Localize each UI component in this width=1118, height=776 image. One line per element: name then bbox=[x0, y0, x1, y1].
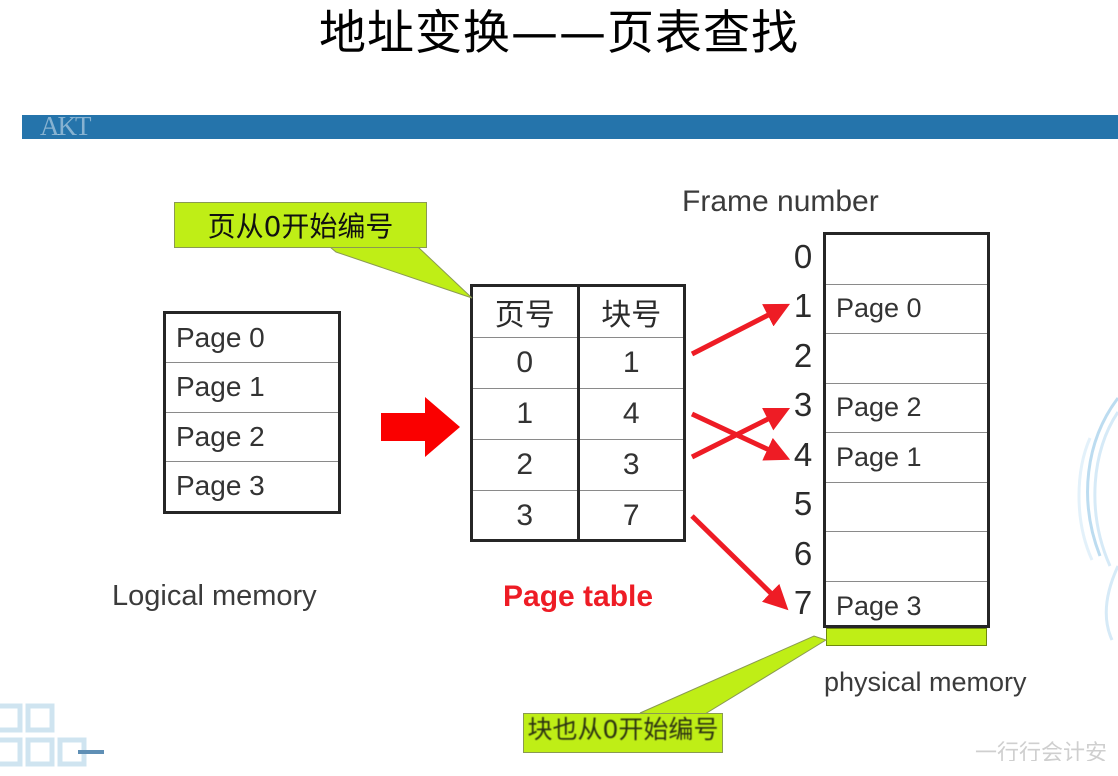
frame-number-label: Frame number bbox=[682, 185, 879, 218]
mapping-arrow-page3-frame7 bbox=[690, 514, 789, 611]
logical-memory-row: Page 2 bbox=[166, 413, 338, 462]
table-row: 2 3 bbox=[473, 439, 683, 491]
table-header-row: 页号 块号 bbox=[473, 287, 683, 338]
bottom-right-watermark: 一行行会计安 bbox=[975, 741, 1108, 761]
callout-bottom: 块也从0开始编号 bbox=[523, 713, 723, 753]
physical-memory-row: Page 0 bbox=[826, 285, 987, 334]
callout-top-tail-icon bbox=[328, 246, 473, 299]
page-table-label: Page table bbox=[503, 580, 654, 613]
page-table-cell-frame: 7 bbox=[622, 499, 640, 532]
page-table-header-frame: 块号 bbox=[578, 287, 683, 338]
physical-memory-row bbox=[826, 483, 987, 532]
physical-memory-row: Page 3 bbox=[836, 590, 922, 621]
callout-top-text: 页从0开始编号 bbox=[207, 210, 394, 243]
physical-memory-row bbox=[826, 532, 987, 582]
logical-memory-row: Page 1 bbox=[166, 363, 338, 413]
frame-index-column: 0 1 2 3 4 5 6 7 bbox=[786, 232, 820, 628]
decorative-squares bbox=[0, 703, 104, 767]
frame-index: 4 bbox=[793, 435, 813, 473]
page-table-box: 页号 块号 0 1 1 4 2 3 3 7 bbox=[470, 284, 686, 542]
logical-memory-box: Page 0 Page 1 Page 2 Page 3 bbox=[163, 311, 341, 514]
page-table-header-page: 页号 bbox=[473, 287, 580, 338]
frame-index: 5 bbox=[793, 485, 813, 523]
frame-index: 1 bbox=[793, 287, 813, 325]
frame-index: 0 bbox=[793, 237, 813, 275]
page-table-cell-page: 3 bbox=[473, 490, 580, 541]
page-table-cell-frame: 3 bbox=[578, 439, 683, 491]
logical-memory-row: Page 0 bbox=[166, 314, 338, 364]
page-title: 地址变换——页表查找 bbox=[319, 6, 799, 61]
callout-bottom-text: 块也从0开始编号 bbox=[527, 715, 719, 744]
frame-index: 6 bbox=[793, 534, 813, 572]
physical-memory-highlight-bar bbox=[826, 628, 987, 646]
page-table-cell-page: 1 bbox=[473, 388, 580, 440]
table-row: 3 7 bbox=[473, 490, 683, 541]
table-row: 1 4 bbox=[473, 388, 683, 440]
frame-index: 3 bbox=[793, 386, 813, 424]
mapping-arrow-page1-frame4 bbox=[690, 411, 791, 461]
frame-index: 2 bbox=[793, 336, 813, 374]
table-row: 0 1 bbox=[473, 337, 683, 389]
physical-memory-box: Page 0 Page 2 Page 1 Page 3 bbox=[823, 232, 990, 628]
page-table-cell-frame: 4 bbox=[578, 388, 683, 440]
callout-bottom-tail-icon bbox=[639, 635, 828, 718]
logical-memory-label: Logical memory bbox=[112, 580, 317, 612]
physical-memory-label: physical memory bbox=[824, 667, 1027, 697]
page-table-cell-page: 0 bbox=[473, 337, 580, 389]
physical-memory-row: Page 2 bbox=[826, 384, 987, 433]
callout-top: 页从0开始编号 bbox=[174, 202, 427, 248]
page-table: 页号 块号 0 1 1 4 2 3 3 7 bbox=[473, 287, 683, 541]
physical-memory-row: Page 1 bbox=[826, 433, 987, 483]
physical-memory-row bbox=[826, 235, 987, 285]
page-table-cell-frame: 1 bbox=[578, 337, 683, 389]
flow-arrow-icon bbox=[381, 397, 460, 457]
logical-memory-row: Page 3 bbox=[176, 470, 265, 502]
physical-memory-row bbox=[826, 334, 987, 384]
divider-bar bbox=[22, 115, 1118, 139]
divider-watermark-text: AKT bbox=[40, 111, 92, 141]
page-table-cell-page: 2 bbox=[473, 439, 580, 491]
mapping-arrow-page2-frame3 bbox=[690, 407, 791, 460]
mapping-arrow-page0-frame1 bbox=[690, 303, 791, 357]
frame-index: 7 bbox=[793, 584, 813, 622]
